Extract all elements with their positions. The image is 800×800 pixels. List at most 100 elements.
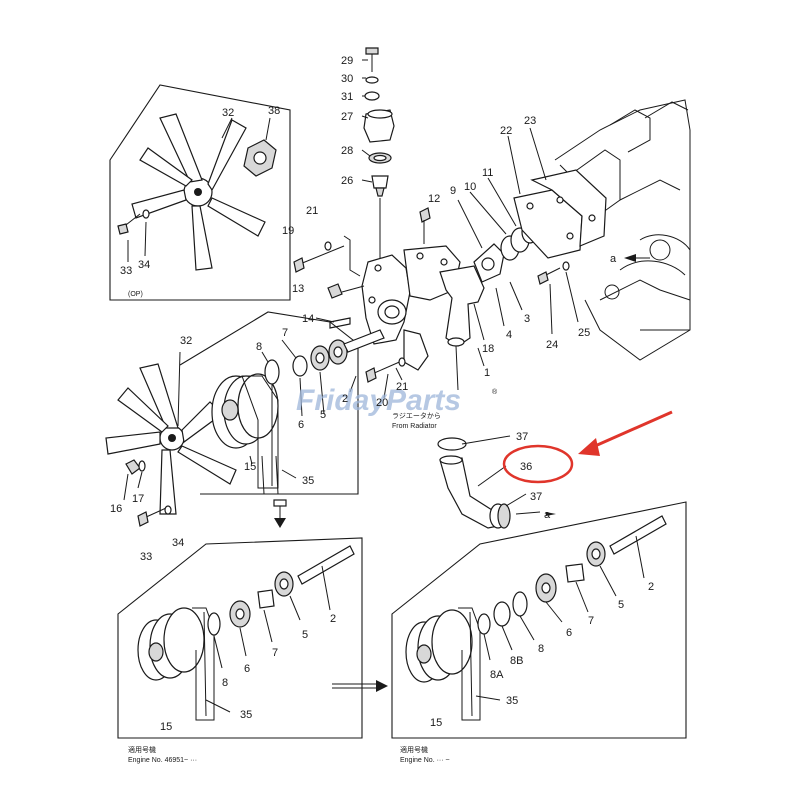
br-shaft-2: [609, 515, 667, 555]
label-17: 17: [132, 493, 144, 505]
label-10: 10: [464, 181, 476, 193]
bolt-33-inset: [117, 213, 141, 235]
engine-block: [554, 99, 691, 361]
bl-label-8: 8: [222, 677, 228, 689]
bl-label-2: 2: [330, 613, 336, 625]
bl-shaft-2: [297, 545, 355, 585]
label-11: 11: [482, 167, 493, 179]
label-a-top: a: [610, 253, 617, 265]
fan-blades-inset: [131, 113, 266, 271]
label-a-bottom: a: [544, 509, 551, 521]
bl-snap-ring-8: [207, 612, 221, 636]
label-8-main: 8: [256, 341, 262, 353]
plug-13: [327, 283, 365, 299]
label-26: 26: [341, 175, 353, 187]
label-23: 23: [524, 115, 536, 127]
label-27: 27: [341, 111, 353, 123]
pulley-15-main: [211, 373, 279, 489]
label-31: 31: [341, 91, 353, 103]
belt-35-main: [261, 455, 279, 495]
washer-30: [365, 76, 379, 84]
label-16: 16: [110, 503, 122, 515]
bottom-left-detail: [117, 537, 363, 739]
label-29: 29: [341, 55, 353, 67]
br-label-8: 8: [538, 643, 544, 655]
washer-34-inset: [142, 209, 150, 219]
shaft-parts-main: [264, 329, 385, 385]
br-label-2: 2: [648, 581, 654, 593]
label-35-main: 35: [302, 475, 314, 487]
cover-plate-22-23: [513, 169, 607, 259]
label-op: (OP): [128, 291, 143, 298]
label-20: 20: [376, 397, 388, 409]
thermostat-cover-27: [363, 109, 395, 143]
bl-spacer-7: [257, 589, 275, 609]
watermark-brand: FridayParts: [296, 384, 461, 417]
br-label-8b: 8B: [510, 655, 523, 667]
label-36: 36: [520, 461, 532, 473]
br-label-35: 35: [506, 695, 518, 707]
label-30: 30: [341, 73, 353, 85]
br-pulley-15: [405, 607, 481, 721]
label-7-main: 7: [282, 327, 288, 339]
pin-14: [329, 317, 351, 329]
thermostat-stack: [363, 47, 395, 262]
flow-arrows: [273, 254, 650, 692]
label-21-main: 21: [396, 381, 408, 393]
label-18: 18: [482, 343, 494, 355]
jp-from-radiator: ラジエータから: [392, 411, 441, 420]
label-15-main: 15: [244, 461, 256, 473]
clamp-37-bottom: [497, 503, 511, 529]
highlight-arrow-head: [578, 438, 600, 456]
label-37-top: 37: [516, 431, 528, 443]
bolt-19-washer-21: [293, 235, 361, 277]
from-radiator-label: From Radiator: [392, 423, 437, 430]
main-pulley-frame: [179, 311, 359, 495]
br-ring-8a: [477, 613, 491, 635]
watermark: FridayParts ® ラジエータから From Radiator: [296, 384, 498, 430]
bl-label-15: 15: [160, 721, 172, 733]
br-note-jp: 適用号機: [400, 745, 428, 754]
br-label-8a: 8A: [490, 669, 504, 681]
br-snap-ring-8: [512, 591, 528, 617]
label-3: 3: [524, 313, 530, 325]
bl-note-engine: Engine No. 46951~ ···: [128, 757, 197, 764]
washer-31: [364, 91, 380, 101]
gasket-23: [530, 169, 607, 247]
bl-label-5: 5: [302, 629, 308, 641]
label-24: 24: [546, 339, 558, 351]
label-14: 14: [302, 313, 314, 325]
bl-label-7: 7: [272, 647, 278, 659]
bolt-33-washer-34-main: [137, 505, 172, 527]
label-2-main: 2: [342, 393, 348, 405]
label-13: 13: [292, 283, 304, 295]
clamp-37-top: [437, 437, 467, 451]
hose-assembly: [437, 345, 541, 529]
label-37-bottom: 37: [530, 491, 542, 503]
label-25: 25: [578, 327, 590, 339]
br-spacer-7: [565, 563, 585, 583]
label-38: 38: [268, 105, 280, 117]
fan-option-inset: [109, 84, 291, 301]
bolt-20-washer-21: [365, 357, 406, 383]
br-note-engine: Engine No. ··· ~: [400, 757, 450, 764]
nut-16-washer-17: [123, 459, 146, 501]
label-1: 1: [484, 367, 490, 379]
br-label-7: 7: [588, 615, 594, 627]
water-pump-housing: [361, 245, 461, 371]
label-5-main: 5: [320, 409, 326, 421]
highlight-arrow-shaft: [585, 410, 673, 452]
label-32-main: 32: [180, 335, 192, 347]
label-33-inset: 33: [120, 265, 132, 277]
bottom-right-detail: [391, 501, 687, 739]
spacer-7: [292, 355, 308, 377]
label-28: 28: [341, 145, 353, 157]
bl-label-35: 35: [240, 709, 252, 721]
bl-note-jp: 適用号機: [128, 745, 156, 754]
label-12: 12: [428, 193, 440, 205]
br-label-15: 15: [430, 717, 442, 729]
bl-label-6: 6: [244, 663, 250, 675]
label-32-inset: 32: [222, 107, 234, 119]
highlight-circle: [502, 444, 574, 484]
